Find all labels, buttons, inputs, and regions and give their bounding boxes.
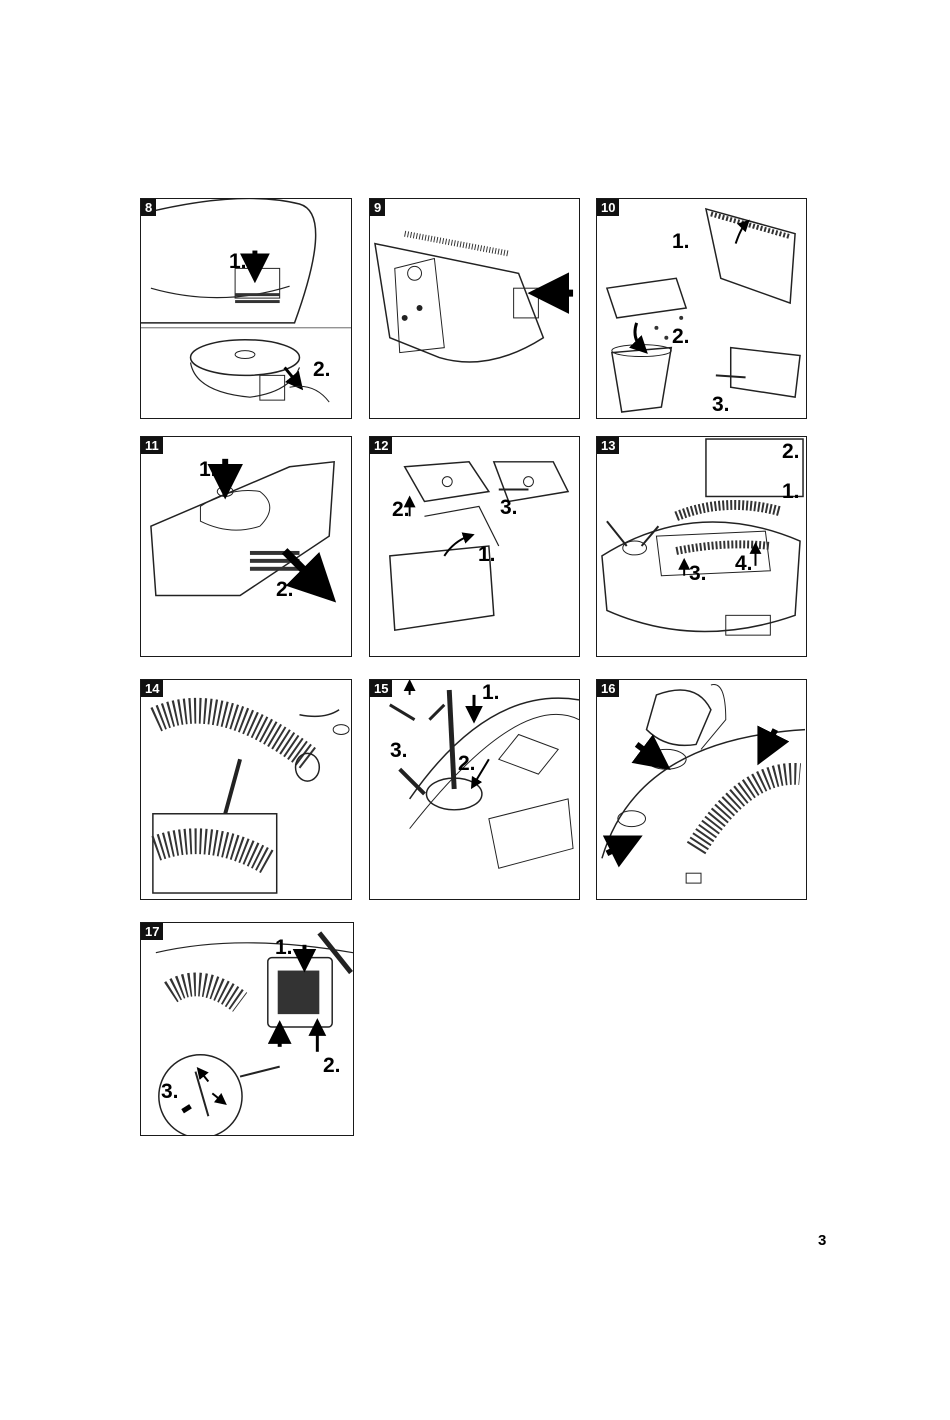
panel-number: 13 [597,437,619,454]
step-label: 2. [672,326,690,348]
figure-panel-15: 15 1. 2. 3. [369,679,580,900]
panel-number: 11 [141,437,163,454]
sensor-cleaning-illustration [597,680,806,899]
step-label: 2. [458,753,476,775]
panel-number: 16 [597,680,619,697]
figure-panel-13: 13 1. 2. 3. 4. [596,436,807,657]
step-label: 1. [782,481,800,503]
step-label: 2. [392,499,410,521]
step-label: 1. [275,937,293,959]
step-label: 2. [276,579,294,601]
step-label: 3. [390,740,408,762]
step-label: 4. [735,553,753,575]
step-label: 1. [672,231,690,253]
step-label: 3. [161,1081,179,1103]
panel-number: 15 [370,680,392,697]
step-label: 3. [689,563,707,585]
figure-panel-16: 16 [596,679,807,900]
panel-number: 14 [141,680,163,697]
step-label: 1. [482,682,500,704]
figure-panel-8: 8 1. 2. [140,198,352,419]
panel-number: 12 [370,437,392,454]
robot-top-illustration [141,199,351,418]
panel-number: 9 [370,199,385,216]
panel-number: 10 [597,199,619,216]
bin-emptying-illustration [597,199,806,418]
side-brush-removal-illustration [370,680,579,899]
step-label: 3. [712,394,730,416]
step-label: 3. [500,497,518,519]
step-label: 1. [199,459,217,481]
panel-number: 17 [141,923,163,940]
brush-cutting-illustration [141,680,351,899]
step-label: 2. [782,441,800,463]
figure-panel-12: 12 1. 2. 3. [369,436,580,657]
figure-panel-9: 9 [369,198,580,419]
step-label: 1. [229,251,247,273]
bin-release-illustration [141,437,351,656]
panel-number: 8 [141,199,156,216]
figure-panel-10: 10 1. 2. 3. [596,198,807,419]
dust-bin-illustration [370,199,579,418]
figure-panel-14: 14 [140,679,352,900]
brush-removal-illustration [597,437,806,656]
figure-panel-17: 17 1. 2. 3. [140,922,354,1136]
filter-removal-illustration [370,437,579,656]
page-number: 3 [818,1232,826,1249]
battery-removal-illustration [141,923,353,1135]
step-label: 2. [313,359,331,381]
step-label: 1. [478,544,496,566]
figure-panel-11: 11 1. 2. [140,436,352,657]
step-label: 2. [323,1055,341,1077]
